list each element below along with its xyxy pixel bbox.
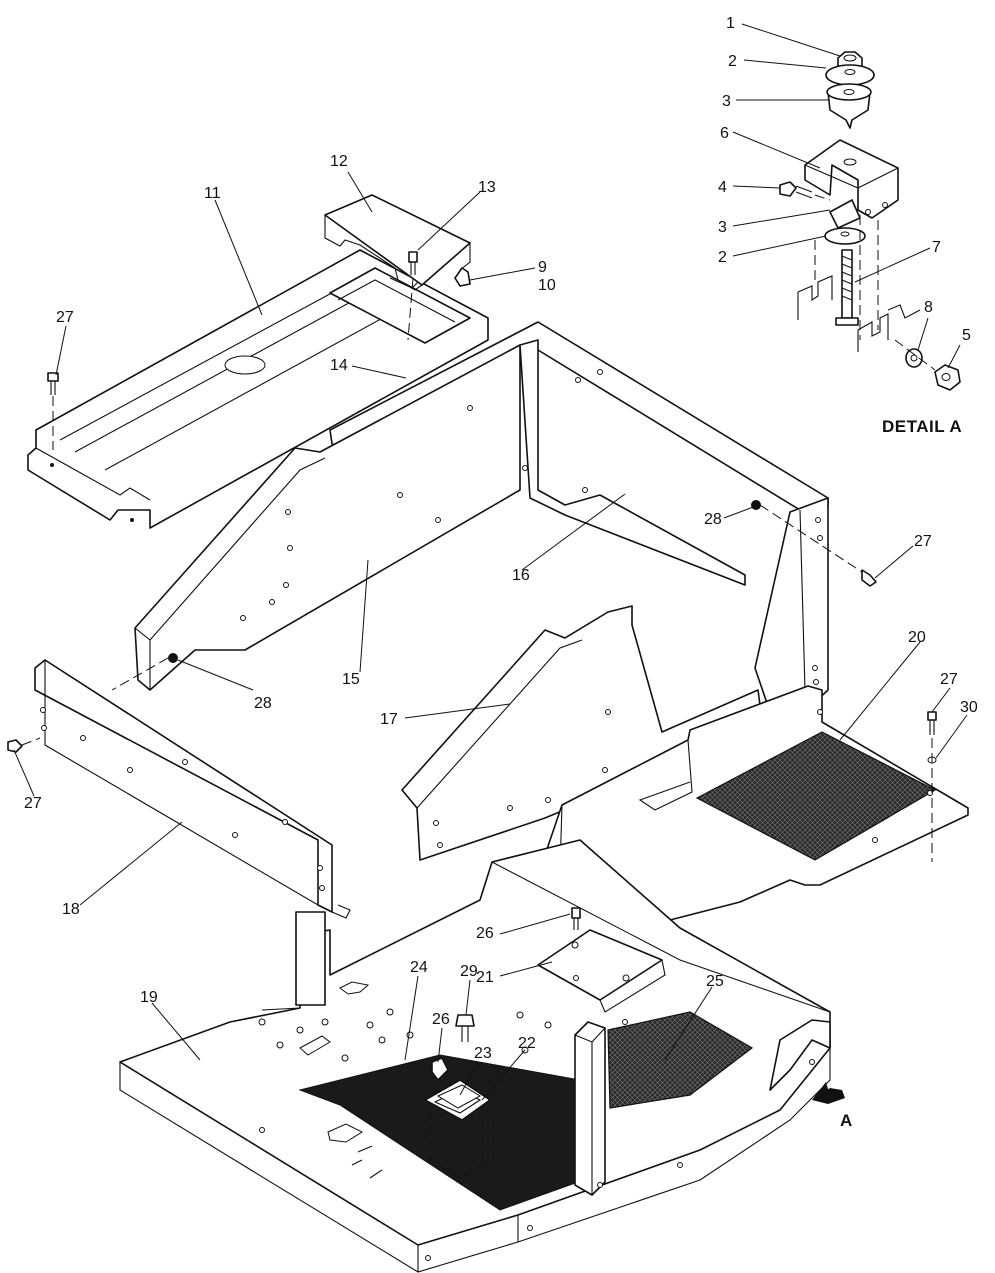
callout-16: 16 [512,567,530,584]
callout-3: 3 [718,219,727,236]
callout-20: 20 [908,629,926,646]
callout-1: 1 [726,15,735,32]
callout-27: 27 [940,671,958,688]
callout-8: 8 [924,299,933,316]
callout-24: 24 [410,959,428,976]
callout-13: 13 [478,179,496,196]
callout-28: 28 [704,511,722,528]
part-18-front-cross-member [34,659,351,919]
part-9-10-clip [454,267,471,287]
callout-21: 21 [476,969,494,986]
callout-30: 30 [960,699,978,716]
part-26-29-fasteners [431,907,581,1081]
callout-2: 2 [728,53,737,70]
part-27-bolt-top-left [47,372,59,450]
callout-5: 5 [962,327,971,344]
part-21-cover-plate [537,929,666,1013]
callout-leaders [13,23,968,1101]
callout-26: 26 [432,1011,450,1028]
callout-19: 19 [140,989,158,1006]
part-13-bolt [407,251,418,341]
part-20-floor-plate [544,685,969,921]
callout-3: 3 [722,93,731,110]
part-17-side-panel [401,605,761,861]
detail-a-mount-assembly [779,51,961,391]
callout-22: 22 [518,1035,536,1052]
callout-23: 23 [474,1045,492,1062]
part-22-23-plate [436,1084,481,1109]
callout-6: 6 [720,125,729,142]
callout-15: 15 [342,671,360,688]
callout-26: 26 [476,925,494,942]
view-arrow-label: A [840,1111,853,1130]
view-arrow-a [812,1082,845,1104]
part-27-bolt-right [861,569,877,587]
callout-11: 11 [204,185,221,202]
callout-10: 10 [538,277,556,294]
part-11-tunnel-cover [27,249,489,529]
callout-27: 27 [56,309,74,326]
part-12-access-panel [324,194,471,291]
callout-17: 17 [380,711,398,728]
part-27-30-bolt-washer [927,711,937,862]
callout-27: 27 [914,533,932,550]
callout-4: 4 [718,179,727,196]
callout-28: 28 [254,695,272,712]
callout-2: 2 [718,249,727,266]
callout-29: 29 [460,963,478,980]
callout-27: 27 [24,795,42,812]
callout-12: 12 [330,153,348,170]
callout-25: 25 [706,973,724,990]
callout-7: 7 [932,239,941,256]
callout-labels: 1 2 3 6 4 3 2 7 8 5 DETAIL A 12 13 11 9 … [24,15,978,1130]
callout-14: 14 [330,357,348,374]
callout-18: 18 [62,901,80,918]
callout-9: 9 [538,259,547,276]
detail-a-caption: DETAIL A [882,417,962,436]
part-27-bolt-left [7,737,41,753]
part-19-base-floor [119,839,831,1273]
part-15-16-rear-frame [111,321,863,713]
